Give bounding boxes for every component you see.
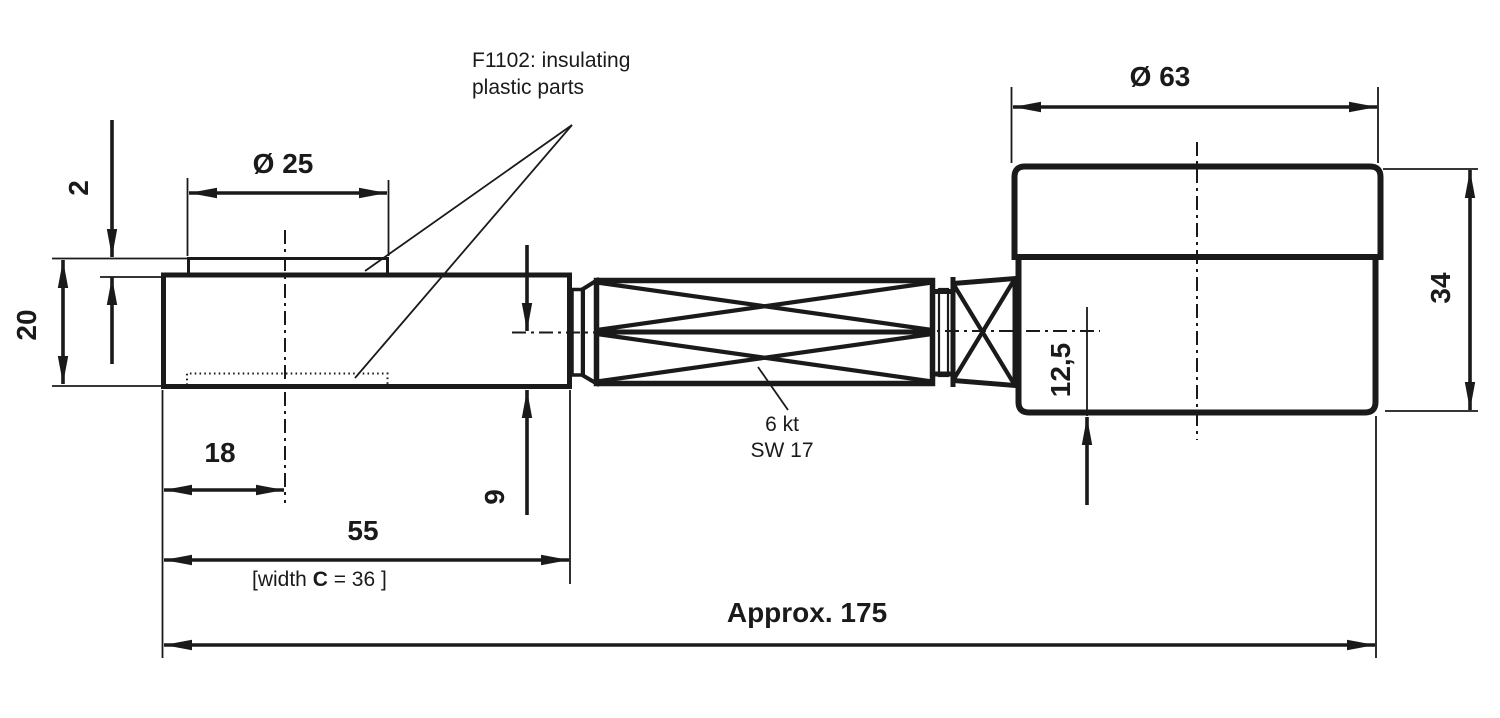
note-insulating-line2: plastic parts <box>472 76 584 99</box>
note-hex-line2: SW 17 <box>750 439 813 462</box>
cap-upper-outline <box>1011 163 1384 260</box>
note-insulating-line1: F1102: insulating <box>472 49 630 72</box>
leader-insulating-bore <box>354 124 573 379</box>
leader-lines <box>354 124 789 411</box>
label-body-length: 55 <box>347 515 378 546</box>
label-offset-12-5: 12,5 <box>1045 343 1076 398</box>
hex-shaft <box>593 277 936 387</box>
hex-diagonal <box>596 331 933 384</box>
washer-outline <box>937 287 950 378</box>
hidden-bore-dotted-line <box>186 372 389 385</box>
extension-lines <box>52 87 1478 658</box>
label-offset-18: 18 <box>204 437 235 468</box>
dimension-lines <box>57 101 1476 651</box>
hex-diagonal <box>596 280 933 333</box>
centerlines <box>284 142 1198 503</box>
part-geometry <box>161 163 1384 416</box>
labels: Ø 25 Ø 63 2 20 18 55 9 12,5 34 Approx. 1… <box>11 49 1456 628</box>
leader-hex-note <box>757 366 789 411</box>
label-flange-thickness: 2 <box>63 180 94 196</box>
label-cap-height: 34 <box>1425 272 1456 304</box>
left-body-outline <box>161 272 572 389</box>
note-hex-line1: 6 kt <box>765 413 799 436</box>
washer-collar <box>934 287 952 378</box>
label-overall-length: Approx. 175 <box>727 597 887 628</box>
leader-insulating-flange <box>364 124 573 272</box>
cross-insert-diagonal <box>951 282 1017 387</box>
label-offset-9: 9 <box>479 489 510 505</box>
label-cap-diameter: Ø 63 <box>1130 61 1191 92</box>
label-body-height: 20 <box>11 309 42 340</box>
label-flange-diameter: Ø 25 <box>253 148 314 179</box>
note-width-c: [width C = 36 ] <box>252 568 387 591</box>
cross-insert-diagonal <box>951 277 1017 382</box>
